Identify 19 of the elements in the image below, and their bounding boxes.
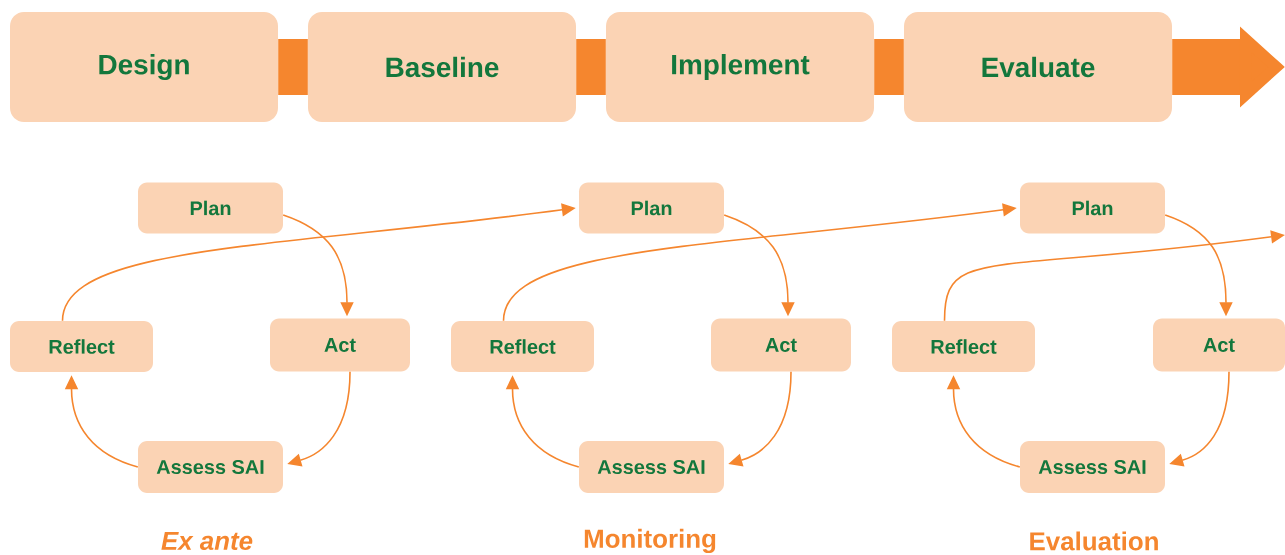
phase-box: Evaluate: [904, 12, 1172, 122]
step-box: Reflect: [10, 321, 153, 372]
step-box: Plan: [1020, 182, 1165, 234]
step-box: Act: [711, 318, 851, 372]
phase-box: Baseline: [308, 12, 576, 122]
phase-caption: Monitoring: [584, 528, 716, 554]
step-box: Reflect: [892, 321, 1035, 372]
step-box: Assess SAI: [1020, 441, 1165, 493]
step-box: Act: [270, 318, 410, 372]
phase-box: Implement: [606, 12, 874, 122]
step-box: Act: [1153, 318, 1285, 372]
step-box: Plan: [138, 182, 283, 234]
phase-caption: Ex ante: [161, 531, 253, 551]
step-box: Plan: [579, 182, 724, 234]
step-box: Reflect: [451, 321, 594, 372]
step-box: Assess SAI: [579, 441, 724, 493]
phase-caption: Evaluation: [1030, 531, 1158, 551]
phase-box: Design: [10, 12, 278, 122]
step-box: Assess SAI: [138, 441, 283, 493]
